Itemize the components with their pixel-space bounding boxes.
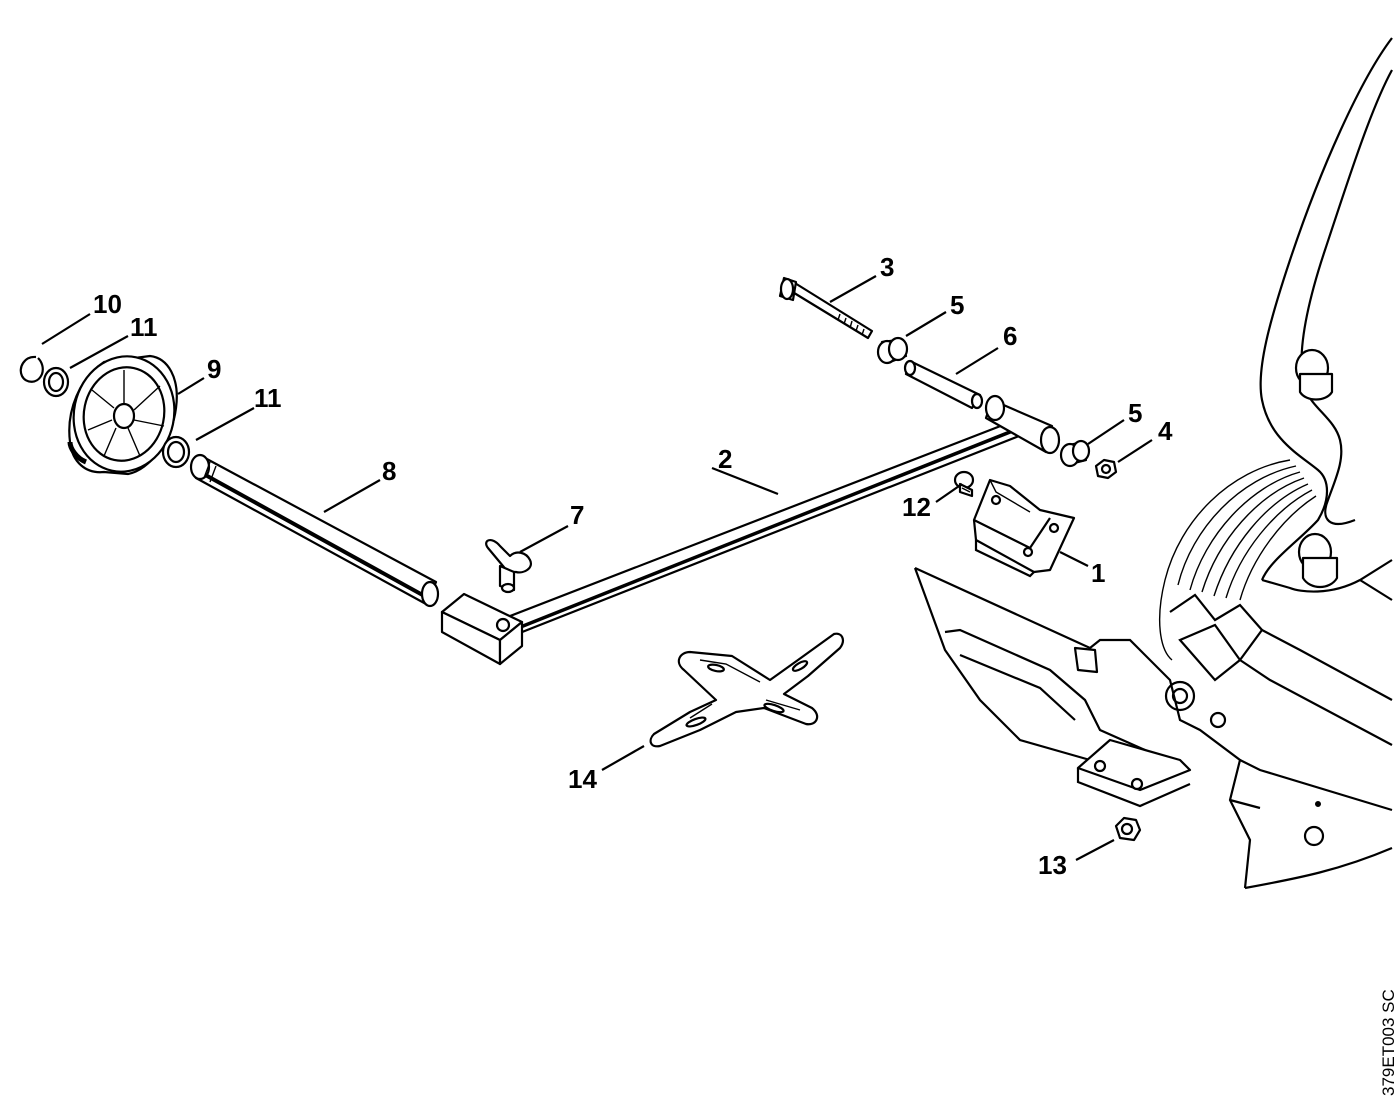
callout-12: 12 (902, 492, 931, 522)
part-13-nut (1114, 816, 1142, 842)
part-6-sleeve (903, 359, 984, 410)
part-1-bracket (972, 478, 1076, 578)
part-11-washer-right (161, 435, 191, 469)
callout-1: 1 (1091, 558, 1105, 588)
part-2-handle-bar (440, 394, 1061, 666)
part-12-pin (953, 470, 975, 498)
part-5-bushing-lower (1059, 439, 1091, 468)
callout-10: 10 (93, 289, 122, 319)
callout-7: 7 (570, 500, 584, 530)
callout-9: 9 (207, 354, 221, 384)
callout-6: 6 (1003, 321, 1017, 351)
callout-11b: 11 (254, 383, 282, 413)
callout-13: 13 (1038, 850, 1067, 880)
machine-body (913, 37, 1393, 890)
leader-lines (41, 275, 1153, 861)
part-4-nut (1094, 458, 1118, 480)
callout-5b: 5 (1128, 398, 1142, 428)
part-8-axle (189, 453, 440, 608)
callout-11a: 11 (130, 312, 158, 342)
part-10-snap-ring (19, 355, 44, 383)
callout-2: 2 (718, 444, 732, 474)
part-3-bolt (778, 276, 874, 340)
part-14-cross-plate (649, 632, 844, 748)
callout-labels: 1 2 3 4 5 5 6 7 8 9 10 11 11 12 13 14 (93, 252, 1173, 880)
callout-14: 14 (568, 764, 597, 794)
part-5-bushing-upper (876, 336, 909, 365)
spring-drum (1158, 459, 1317, 661)
part-7-wing-nut (485, 539, 532, 594)
callout-3: 3 (880, 252, 894, 282)
callout-8: 8 (382, 456, 396, 486)
callout-4: 4 (1158, 416, 1173, 446)
part-11-washer-left (42, 366, 70, 398)
reference-code: 379ET003 SC (1379, 989, 1398, 1096)
part-9-wheel (67, 354, 178, 476)
callout-5a: 5 (950, 290, 964, 320)
